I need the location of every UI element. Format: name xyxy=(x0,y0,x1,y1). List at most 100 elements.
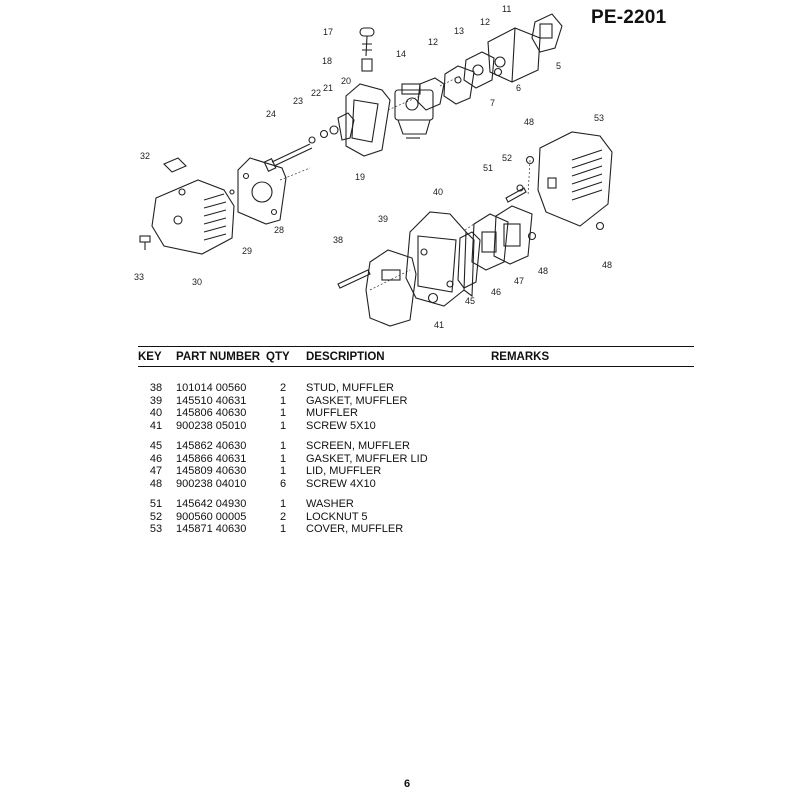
callout: 45 xyxy=(465,296,475,306)
cell-qty: 2 xyxy=(279,382,287,394)
callout: 33 xyxy=(134,272,144,282)
callout: 18 xyxy=(322,56,332,66)
callout: 12 xyxy=(428,37,438,47)
column-header-qty: QTY xyxy=(266,346,300,367)
cell-description: LID, MUFFLER xyxy=(306,465,382,477)
cell-qty: 6 xyxy=(279,477,287,490)
callout: 19 xyxy=(355,172,365,182)
callout: 11 xyxy=(502,4,511,14)
callout: 14 xyxy=(396,49,406,59)
page-number: 6 xyxy=(404,778,411,790)
callout: 53 xyxy=(594,113,604,123)
cell-key: 38 xyxy=(149,382,163,394)
callout: 28 xyxy=(274,225,284,235)
table-row: 48 900238 04010 6 SCREW 4X10 xyxy=(138,478,694,491)
cell-description: MUFFLER xyxy=(306,407,358,419)
part-locknut-52 xyxy=(516,184,524,192)
cell-part-number: 900560 00005 xyxy=(176,510,247,523)
part-cover-53 xyxy=(537,131,613,227)
callout: 38 xyxy=(333,235,343,245)
part-bushing-18 xyxy=(361,58,373,72)
cell-key: 45 xyxy=(149,440,163,452)
part-muffler-40 xyxy=(405,211,475,307)
cell-part-number: 900238 04010 xyxy=(176,477,247,490)
parts-list-table: KEY PART NUMBER QTY DESCRIPTION REMARKS … xyxy=(138,346,694,536)
callout: 17 xyxy=(323,27,333,37)
part-screen-45 xyxy=(457,231,481,289)
part-screw-48b xyxy=(527,231,537,241)
part-gasket-5 xyxy=(531,13,563,53)
callout: 24 xyxy=(266,109,276,119)
cell-key: 52 xyxy=(149,510,163,523)
table-row: 53 145871 40630 1 COVER, MUFFLER xyxy=(138,523,694,536)
column-header-key: KEY xyxy=(138,346,174,367)
callout: 32 xyxy=(140,151,150,161)
part-washer-22 xyxy=(319,129,329,139)
callout: 40 xyxy=(433,187,443,197)
callout: 12 xyxy=(480,17,490,27)
callout: 7 xyxy=(490,98,495,108)
cell-part-number: 145871 40630 xyxy=(176,523,247,535)
cell-remarks xyxy=(491,440,694,453)
cell-part-number: 145866 40631 xyxy=(176,452,247,465)
table-row: 38 101014 00560 2 STUD, MUFFLER xyxy=(138,382,694,395)
cell-remarks xyxy=(491,465,694,478)
callout: 22 xyxy=(311,88,321,98)
cell-part-number: 101014 00560 xyxy=(176,382,247,394)
callout: 41 xyxy=(434,320,444,330)
cell-part-number: 145510 40631 xyxy=(176,394,247,407)
cell-description: LOCKNUT 5 xyxy=(306,510,368,523)
cell-qty: 1 xyxy=(279,407,287,419)
cell-key: 51 xyxy=(149,498,163,510)
part-lid-47 xyxy=(493,205,533,265)
part-element-12 xyxy=(463,51,495,89)
part-nut-7 xyxy=(493,67,503,77)
table-row: 46 145866 40631 1 GASKET, MUFFLER LID xyxy=(138,453,694,466)
cell-remarks xyxy=(491,523,694,536)
table-row: 40 145806 40630 1 MUFFLER xyxy=(138,407,694,420)
cell-qty: 1 xyxy=(279,465,287,477)
cell-qty: 1 xyxy=(279,498,287,510)
diagram-callouts: 11 5 12 13 12 17 14 18 20 6 7 23 22 21 2… xyxy=(134,4,612,330)
model-number: PE-2201 xyxy=(591,7,667,28)
cell-remarks xyxy=(491,511,694,524)
cell-qty: 1 xyxy=(279,523,287,535)
cell-remarks xyxy=(491,395,694,408)
part-screw-33 xyxy=(139,235,151,250)
callout: 23 xyxy=(293,96,303,106)
part-cover-6 xyxy=(487,27,541,83)
cell-description: SCREEN, MUFFLER xyxy=(306,440,410,452)
exploded-parts-diagram: 11 5 12 13 12 17 14 18 20 6 7 23 22 21 2… xyxy=(120,0,640,345)
part-screw-29 xyxy=(229,189,235,195)
column-header-remarks: REMARKS xyxy=(491,346,694,367)
part-gasket-12 xyxy=(417,77,445,111)
callout: 21 xyxy=(323,83,333,93)
part-cap-32 xyxy=(163,157,187,173)
cell-key: 40 xyxy=(149,407,163,419)
table-row: 39 145510 40631 1 GASKET, MUFFLER xyxy=(138,395,694,408)
cell-remarks xyxy=(491,453,694,466)
cell-key: 41 xyxy=(149,419,163,432)
part-cover-30 xyxy=(151,179,235,255)
callout: 48 xyxy=(602,260,612,270)
part-choke-17 xyxy=(359,27,375,57)
part-insulator-19 xyxy=(345,83,391,157)
callout: 48 xyxy=(524,117,534,127)
part-screw-41 xyxy=(427,292,439,304)
cell-qty: 1 xyxy=(279,452,287,465)
cell-key: 47 xyxy=(149,465,163,477)
callout: 13 xyxy=(454,26,464,36)
cell-description: STUD, MUFFLER xyxy=(306,382,394,394)
part-screw-48a xyxy=(525,155,535,165)
callout: 29 xyxy=(242,246,252,256)
table-row: 41 900238 05010 1 SCREW 5X10 xyxy=(138,420,694,433)
table-row: 51 145642 04930 1 WASHER xyxy=(138,498,694,511)
cell-key: 46 xyxy=(149,452,163,465)
part-washer-23 xyxy=(308,136,316,144)
part-gasket-46 xyxy=(471,213,509,271)
callout: 30 xyxy=(192,277,202,287)
callout: 20 xyxy=(341,76,351,86)
cell-part-number: 145809 40630 xyxy=(176,465,247,477)
cell-remarks xyxy=(491,478,694,491)
part-stud-38 xyxy=(337,269,371,289)
